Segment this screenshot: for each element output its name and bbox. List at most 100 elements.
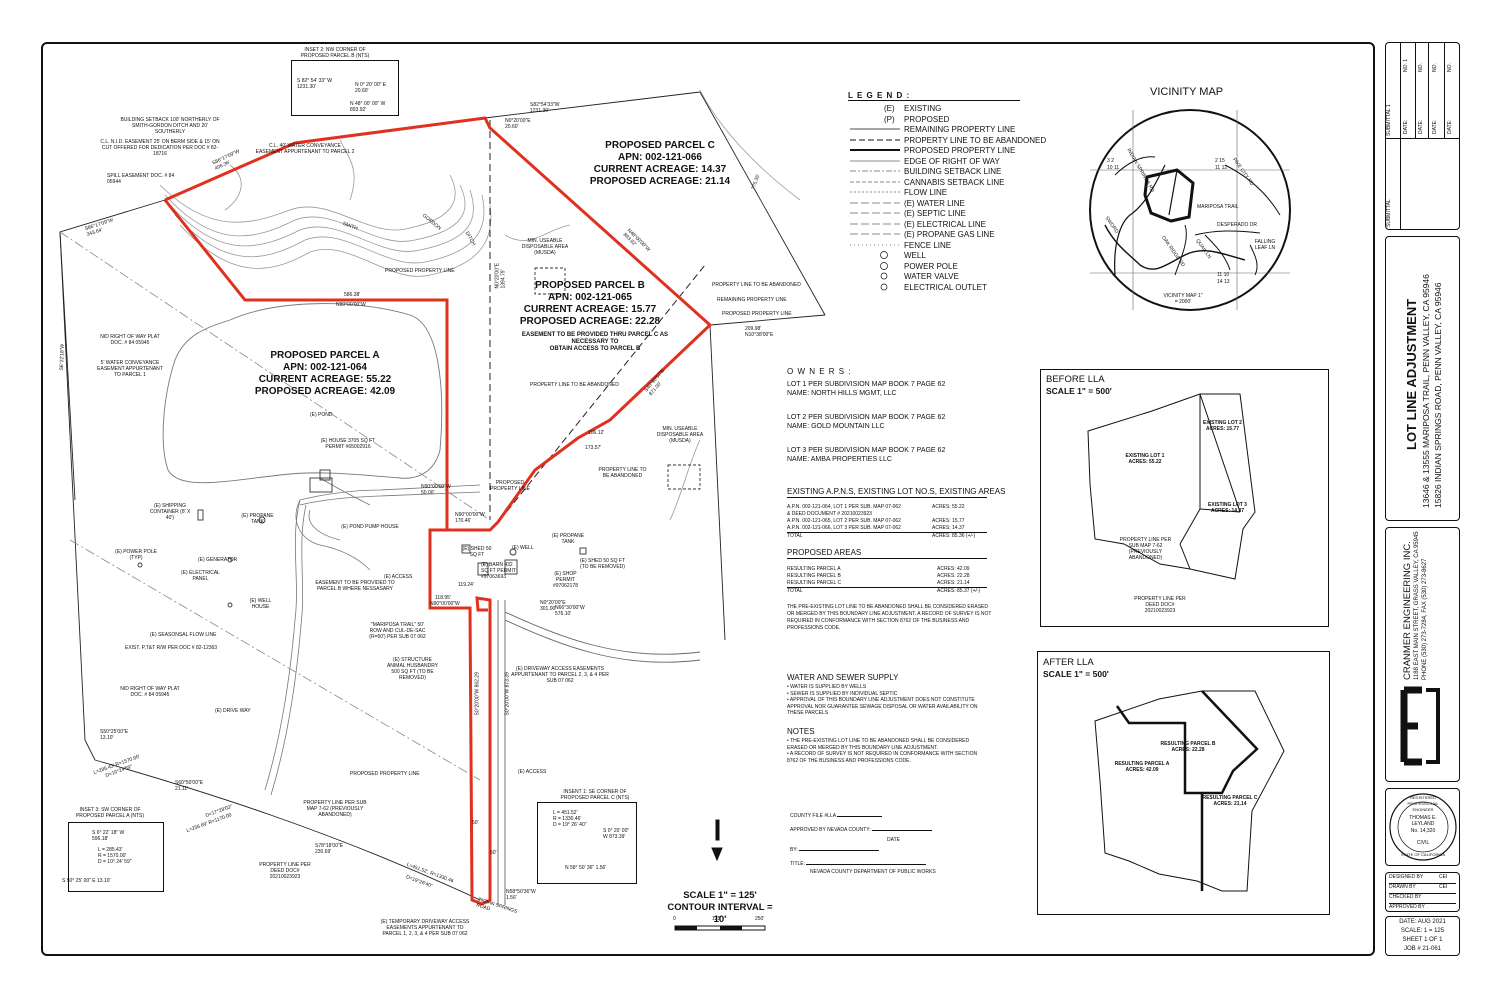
inset-3-curve: L = 285.43' R = 1570.00' D = 10° 24' 59" <box>98 847 148 865</box>
before-lla-title: BEFORE LLA <box>1046 374 1105 385</box>
checked-row: CHECKED BY <box>1389 894 1456 904</box>
bearing-11895: 118.95' <box>435 595 451 601</box>
parcel-b-apn: APN: 002-121-065 <box>548 292 632 303</box>
water-sewer-item-3: • APPROVAL OF THIS BOUNDARY LINE ADJUSTM… <box>787 697 978 716</box>
inset-1-curve: L = 451.52' R = 1330.46' D = 19° 26' 40" <box>553 810 603 828</box>
bearing-20998: 209.98' N10°38'00"E <box>745 326 774 338</box>
before-lot-2-acres: ACRES: 15.77 <box>1205 426 1240 432</box>
label-access: (E) ACCESS <box>384 574 413 580</box>
label-proposed-line-4: PROPOSED PROPERTY LINE <box>490 480 530 492</box>
vicinity-title: VICINITY MAP <box>1150 86 1224 98</box>
proposed-row-a-label: RESULTING PARCEL A <box>787 566 841 572</box>
legend-septic-line: (E) SEPTIC LINE <box>904 209 966 218</box>
label-seasonal-flow: (E) SEASONSAL FLOW LINE <box>150 632 217 638</box>
legend-proposed-line: PROPOSED PROPERTY LINE <box>904 146 1016 155</box>
job-number: JOB # 21-061 <box>1403 946 1442 952</box>
vic-label-mariposa: MARIPOSA TRAIL <box>1197 204 1239 210</box>
existing-row-1-label: A.P.N. 002-121-064, LOT 1 PER SUB. MAP 0… <box>787 504 901 510</box>
rev-no-4: NO. <box>1447 63 1453 72</box>
rev-date-2: DATE: <box>1418 119 1424 134</box>
owner-1: LOT 1 PER SUBDIVISION MAP BOOK 7 PAGE 62… <box>787 381 945 398</box>
legend-cannabis-setback: CANNABIS SETBACK LINE <box>904 177 1005 187</box>
existing-row-3: A.P.N. 002-121-065, LOT 2 PER SUB. MAP 0… <box>787 518 987 525</box>
legend-fence-line: FENCE LINE <box>904 240 952 250</box>
proposed-rule <box>787 558 987 559</box>
existing-title: EXISTING A.P.N.S, EXISTING LOT NO.S, EXI… <box>787 487 1006 496</box>
label-propane-tank-2: (E) PROPANE TANK <box>551 533 585 545</box>
after-parcel-a-name: RESULTING PARCEL A <box>1114 761 1170 767</box>
parcel-b-current: CURRENT ACREAGE: 15.77 <box>523 304 657 315</box>
legend-title: L E G E N D : <box>848 91 911 100</box>
dim-50b: 50' <box>490 850 497 856</box>
scale-title: SCALE 1" = 125' <box>683 890 757 901</box>
legend-electrical-line: (E) ELECTRICAL LINE <box>904 219 986 229</box>
existing-row-4: A.P.N. 002-121-066, LOT 3 PER SUB. MAP 0… <box>787 525 987 532</box>
after-parcel-b-acres: ACRES: 22.28 <box>1171 747 1205 753</box>
before-lla-sketch <box>1087 393 1256 580</box>
label-shop: (E) SHOP PERMIT #97062178 <box>552 571 579 589</box>
parcel-a-current: CURRENT ACREAGE: 55.22 <box>258 374 392 385</box>
legend-existing: EXISTING <box>904 104 942 113</box>
inset-3-curve-r: R = 1570.00' <box>98 853 127 859</box>
notes-title: NOTES <box>787 727 815 736</box>
bearing-s0: S0°20'00"W 873.39 <box>504 672 511 716</box>
label-easement-provided: EASEMENT TO BE PROVIDED TO PARCEL B WHER… <box>315 580 395 592</box>
parcel-a-apn: APN: 002-121-064 <box>283 362 367 373</box>
legend-flow-line: FLOW LINE <box>904 188 948 197</box>
label-well: (E) WELL <box>512 545 534 551</box>
designed-label: DESIGNED BY <box>1389 874 1424 880</box>
sheet-info-block <box>1385 916 1460 956</box>
rev-no-1: NO. 1 <box>1403 58 1409 72</box>
legend-remaining-line: REMAINING PROPERTY LINE <box>904 125 1016 134</box>
legend-water-line: (E) WATER LINE <box>904 198 965 208</box>
vic-sec-e: 11 10 <box>1217 272 1230 278</box>
label-mariposa-trail: "MARIPOSA TRAIL" 50' ROW AND CUL-DE-SAC … <box>369 622 426 640</box>
water-sewer-item-1: • WATER IS SUPPLIED BY WELLS <box>787 684 867 690</box>
existing-row-1: A.P.N. 002-121-064, LOT 1 PER SUB. MAP 0… <box>787 504 987 511</box>
label-abandoned-3: PROPERTY LINE TO BE ABANDONED <box>598 467 647 479</box>
rev-submittal-1-v: SUBMITTAL 1 <box>1386 104 1392 136</box>
label-shed-2: (E) SHED 50 SQ FT (TO BE REMOVED) <box>580 558 626 570</box>
notes-item-2: • A RECORD OF SURVEY IS NOT REQUIRED IN … <box>787 751 978 764</box>
county-by-row: BY: <box>790 847 990 861</box>
seal-top-text: REGISTERED PROFESSIONAL ENGINEER <box>1407 795 1439 812</box>
checked-label: CHECKED BY <box>1389 894 1422 900</box>
parcel-c-current: CURRENT ACREAGE: 14.37 <box>593 164 727 175</box>
building-symbols <box>137 267 701 608</box>
remaining-lines <box>59 91 826 901</box>
project-address-1: 13646 & 13555 MARIPOSA TRAIL, PENN VALLE… <box>1421 274 1431 508</box>
label-pond-pump: (E) POND PUMP HOUSE <box>341 524 399 530</box>
label-barn: (E) BARN 432 SQ FT PERMIT #97063693 <box>481 562 516 580</box>
easement-note-line-2: NECESSARY TO <box>571 339 619 345</box>
label-nid-row: NID RIGHT OF WAY PLAT DOC. # 84 05945 <box>100 334 160 346</box>
parcel-c-label: PROPOSED PARCEL C APN: 002-121-066 CURRE… <box>575 140 745 188</box>
after-lla-scale: SCALE 1" = 500' <box>1043 669 1109 679</box>
county-date: DATE <box>887 837 900 843</box>
proposed-row-total-value: ACRES: 85.37 (+/-) <box>937 588 981 594</box>
rev-date-1: DATE: <box>1403 119 1409 134</box>
bearing-n58: N58°50'36"W 1.56' <box>506 889 536 901</box>
county-date-row: DATE <box>790 837 990 847</box>
county-approved-row: APPROVED BY NEVADA COUNTY: <box>790 827 990 837</box>
label-setback: BUILDING SETBACK 100' NORTHERLY OF SMITH… <box>120 117 220 135</box>
vic-sec-d: 11 12 <box>1215 165 1228 171</box>
contour-lines <box>159 89 801 521</box>
before-lot-3-acres: ACRES: 14.37 <box>1210 508 1245 514</box>
label-pond: (E) POND <box>310 412 333 418</box>
sheet-date: DATE: AUG 2021 <box>1399 919 1446 925</box>
seal-number: No. 14,320 <box>1410 828 1436 834</box>
parcel-c-proposed: PROPOSED ACREAGE: 21.14 <box>589 176 731 187</box>
after-lla-box <box>1037 651 1330 915</box>
revision-block <box>1385 42 1460 230</box>
parcel-a-name: PROPOSED PARCEL A <box>270 350 380 361</box>
proposed-property-line <box>164 116 713 906</box>
label-power-pole: (E) POWER POLE (TYP) <box>115 549 157 561</box>
company-address: 1188 EAST MAIN STREET, GRASS VALLEY, CA … <box>1414 531 1420 680</box>
